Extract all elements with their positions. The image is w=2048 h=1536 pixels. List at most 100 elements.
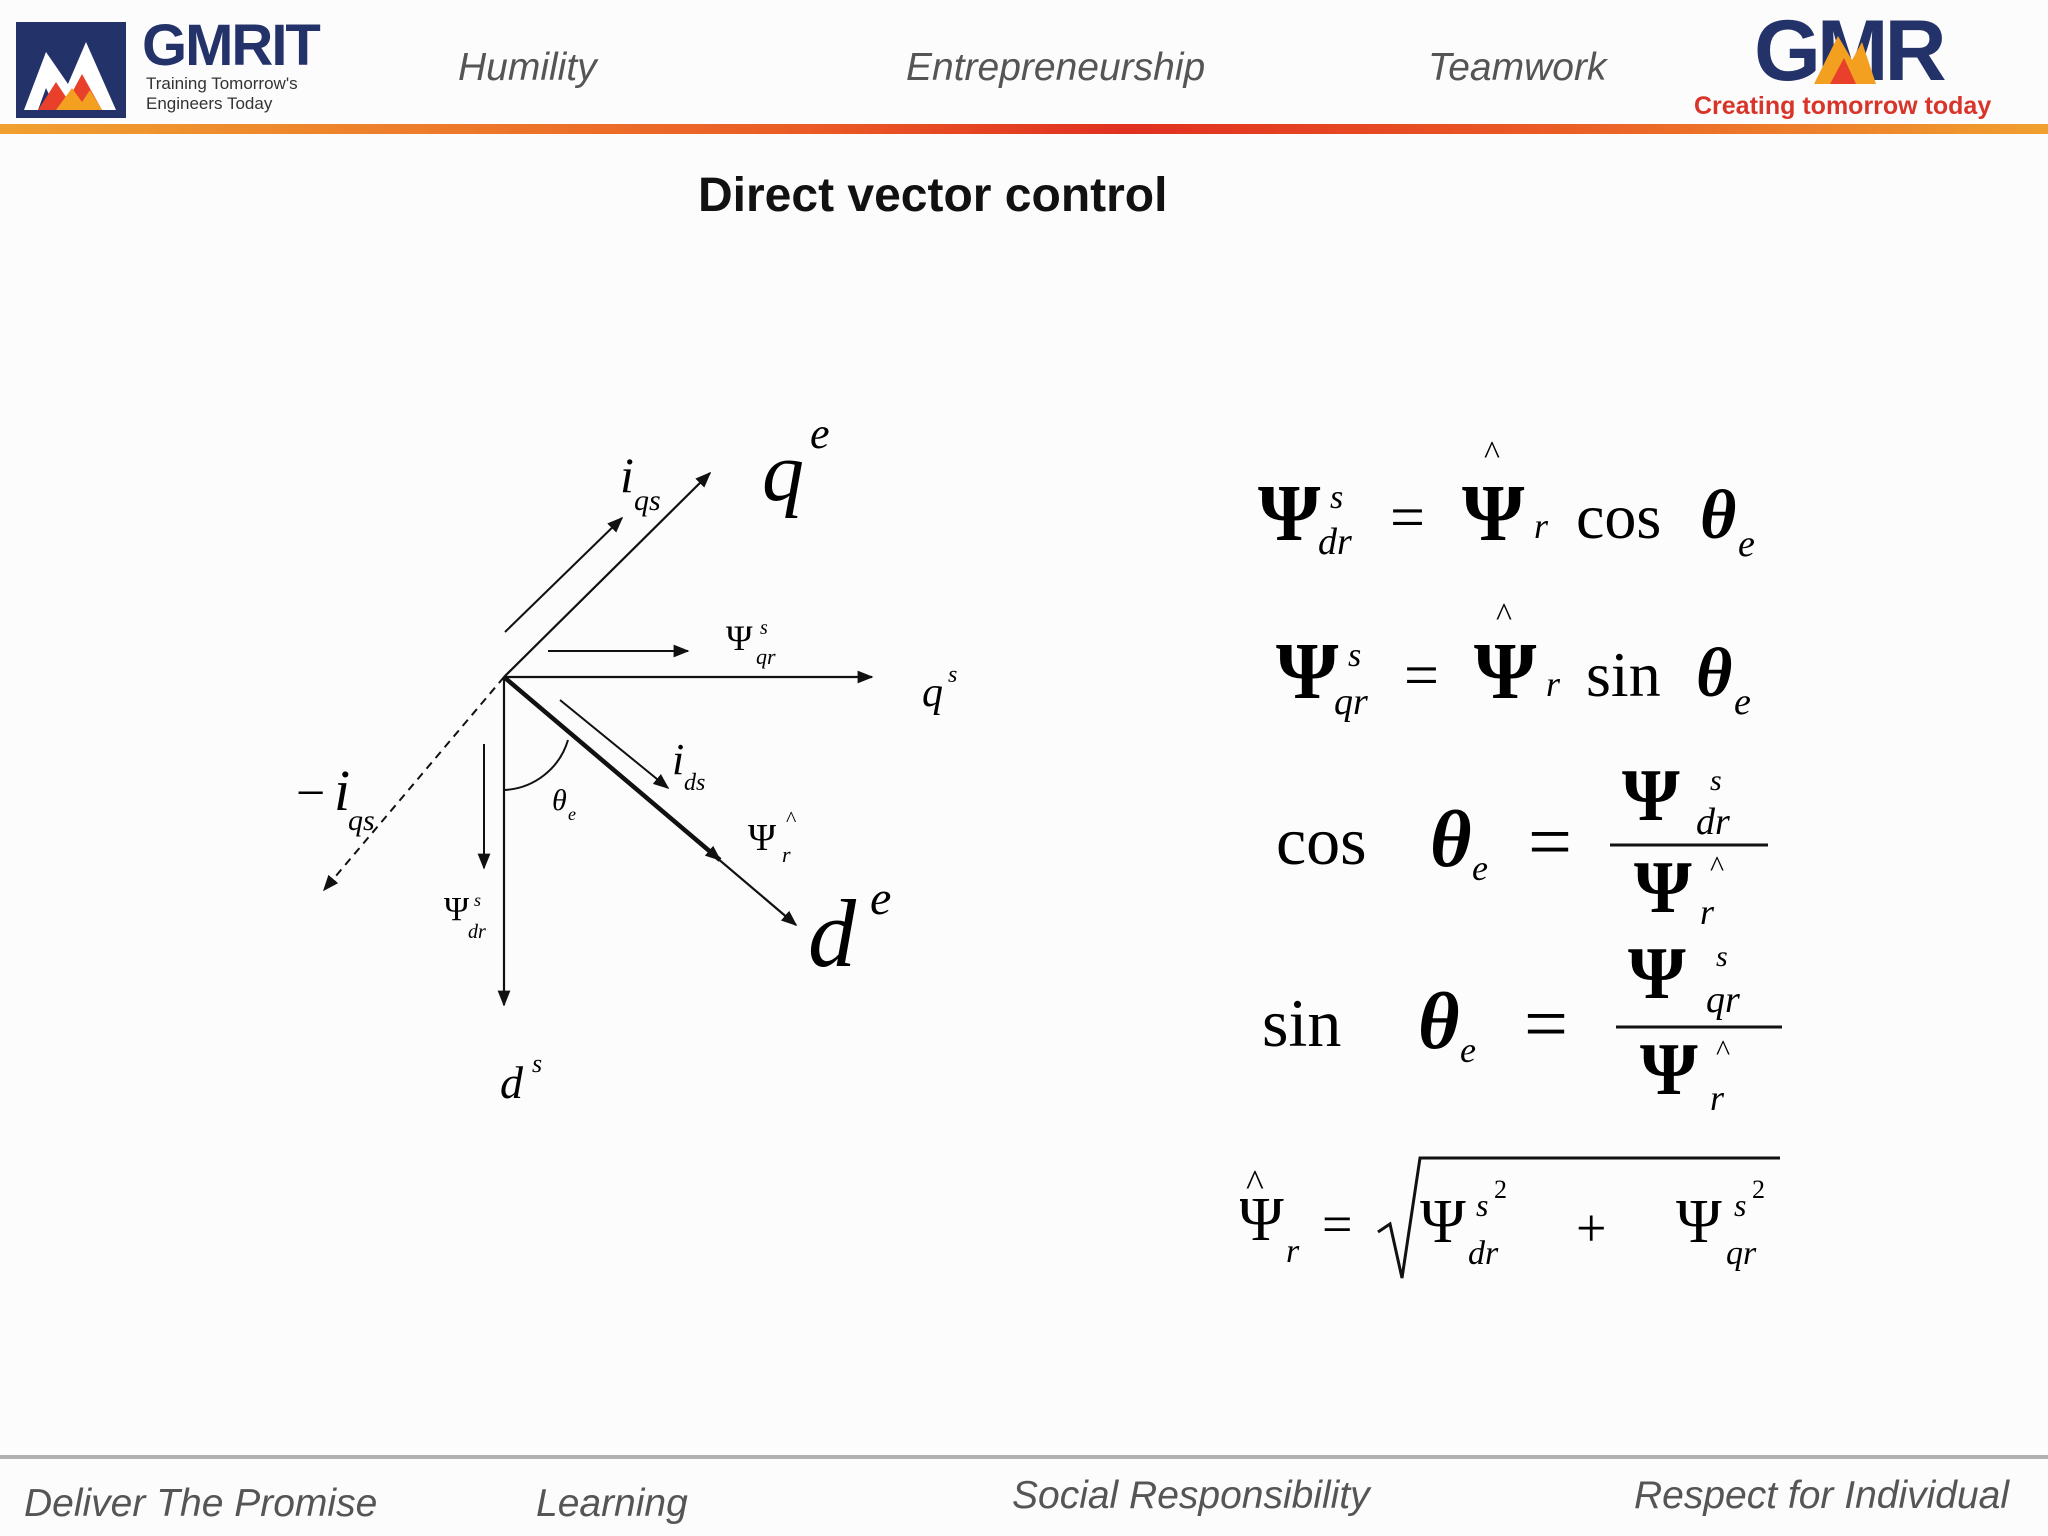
gmr-logo: GMR Creating tomorrow today (1690, 3, 2030, 128)
page-title: Direct vector control (698, 169, 1168, 222)
label-psi-dr-sup: s (474, 890, 481, 910)
equations-panel: Ψ s dr = Ψ ^ r cos θ e Ψ s qr = Ψ ^ r si… (1240, 435, 1782, 1279)
svg-text:+: + (1576, 1198, 1606, 1258)
label-ids: i (672, 735, 684, 784)
svg-text:s: s (1716, 940, 1728, 973)
label-theta-e: θ (552, 784, 567, 817)
svg-text:sin: sin (1586, 639, 1661, 710)
psi-r-vector (502, 675, 722, 862)
svg-text:Ψ: Ψ (1628, 933, 1686, 1015)
svg-text:cos: cos (1576, 481, 1661, 552)
svg-text:2: 2 (1752, 1175, 1765, 1204)
svg-text:s: s (1710, 764, 1722, 797)
label-psi-qr-sup: s (760, 617, 768, 639)
label-neg-iqs: − (296, 765, 325, 822)
gmrit-emblem-icon (16, 22, 126, 118)
svg-text:=: = (1528, 798, 1572, 885)
label-neg-iqs-i: i (334, 758, 350, 823)
label-psi-dr: Ψ (444, 891, 469, 928)
svg-text:Ψ: Ψ (1420, 1188, 1466, 1256)
label-theta-e-sub: e (568, 804, 576, 824)
label-psi-qr-sub: qr (756, 644, 776, 669)
label-psi-qr: Ψ (726, 618, 753, 658)
svg-text:qr: qr (1334, 681, 1368, 723)
phasor-diagram: q e i qs q s Ψ s qr i ds Ψ ^ r d e θ e −… (296, 409, 957, 1108)
svg-text:Ψ: Ψ (1676, 1188, 1722, 1256)
svg-text:=: = (1524, 980, 1568, 1067)
label-qs: q (922, 670, 943, 716)
footer-value-respect: Respect for Individual (1634, 1474, 2010, 1517)
label-de-sup: e (870, 872, 891, 925)
gmrit-logo: GMRIT Training Tomorrow's Engineers Toda… (16, 13, 336, 118)
svg-text:dr: dr (1318, 521, 1352, 563)
svg-text:^: ^ (1484, 435, 1500, 472)
label-psi-r: Ψ (748, 817, 776, 859)
iqs-vector (504, 516, 624, 633)
svg-text:^: ^ (1716, 1034, 1730, 1067)
svg-text:s: s (1734, 1187, 1746, 1223)
theta-e-arc (503, 739, 569, 791)
svg-text:=: = (1390, 484, 1425, 552)
svg-text:Ψ: Ψ (1634, 847, 1692, 929)
svg-text:^: ^ (1246, 1163, 1264, 1205)
svg-text:qr: qr (1706, 979, 1740, 1021)
header-band (0, 124, 2048, 134)
svg-text:e: e (1734, 681, 1751, 723)
footer-value-deliver: Deliver The Promise (24, 1482, 378, 1525)
svg-text:^: ^ (1710, 850, 1724, 883)
label-ids-sub: ds (684, 770, 705, 796)
equation-psi-qr: Ψ s qr = Ψ ^ r sin θ e (1276, 597, 1751, 723)
ids-vector (559, 699, 670, 790)
equation-cos-theta: cos θ e = Ψ s dr Ψ ^ r (1276, 755, 1768, 932)
svg-text:cos: cos (1276, 803, 1367, 879)
label-de: d (808, 880, 857, 987)
svg-text:2: 2 (1494, 1175, 1507, 1204)
svg-text:s: s (1330, 479, 1343, 516)
svg-text:=: = (1322, 1194, 1352, 1254)
label-psi-dr-sub: dr (468, 921, 486, 943)
svg-text:dr: dr (1696, 801, 1730, 843)
header-value-entrepreneurship: Entrepreneurship (906, 46, 1206, 89)
svg-text:θ: θ (1696, 635, 1732, 712)
svg-text:qr: qr (1726, 1235, 1757, 1272)
svg-text:Ψ: Ψ (1276, 628, 1339, 716)
svg-text:θ: θ (1418, 978, 1460, 1066)
label-ds: d (500, 1057, 524, 1108)
footer-rule (0, 1455, 2048, 1459)
label-iqs: i (620, 447, 634, 503)
header: GMRIT Training Tomorrow's Engineers Toda… (0, 0, 2048, 136)
label-qe-sup: e (810, 409, 830, 458)
svg-text:s: s (1476, 1187, 1488, 1223)
svg-text:e: e (1460, 1030, 1476, 1070)
svg-text:dr: dr (1468, 1235, 1499, 1272)
svg-text:θ: θ (1700, 477, 1736, 554)
svg-text:Ψ: Ψ (1640, 1029, 1698, 1111)
header-value-humility: Humility (458, 46, 597, 89)
svg-text:θ: θ (1430, 796, 1472, 884)
svg-text:Ψ: Ψ (1474, 628, 1537, 716)
svg-text:r: r (1286, 1233, 1300, 1270)
svg-text:Ψ: Ψ (1622, 755, 1680, 837)
svg-text:Ψ: Ψ (1462, 470, 1525, 558)
label-psi-r-hat: ^ (786, 806, 797, 831)
svg-text:Ψ: Ψ (1240, 1186, 1284, 1254)
svg-text:e: e (1472, 848, 1488, 888)
gmrit-tagline-line2: Engineers Today (146, 94, 273, 113)
label-qe: q (762, 426, 804, 519)
equation-sin-theta: sin θ e = Ψ s qr Ψ ^ r (1262, 933, 1782, 1118)
gmr-flame-icon (1814, 36, 1876, 84)
gmr-tagline: Creating tomorrow today (1694, 92, 1992, 120)
svg-text:r: r (1546, 664, 1561, 704)
svg-text:s: s (1348, 637, 1361, 674)
equation-psi-r-magnitude: Ψ ^ r = Ψ s 2 dr + Ψ s 2 qr (1240, 1156, 1780, 1279)
label-qs-sup: s (948, 662, 957, 688)
neg-iqs-vector (322, 676, 505, 892)
svg-text:r: r (1534, 506, 1549, 546)
svg-text:=: = (1404, 642, 1439, 710)
svg-text:e: e (1738, 523, 1755, 565)
svg-text:Ψ: Ψ (1258, 470, 1321, 558)
label-psi-r-sub: r (782, 842, 791, 867)
gmrit-tagline-line1: Training Tomorrow's (146, 74, 298, 93)
label-ds-sup: s (532, 1049, 542, 1078)
footer-value-social: Social Responsibility (1012, 1474, 1370, 1517)
